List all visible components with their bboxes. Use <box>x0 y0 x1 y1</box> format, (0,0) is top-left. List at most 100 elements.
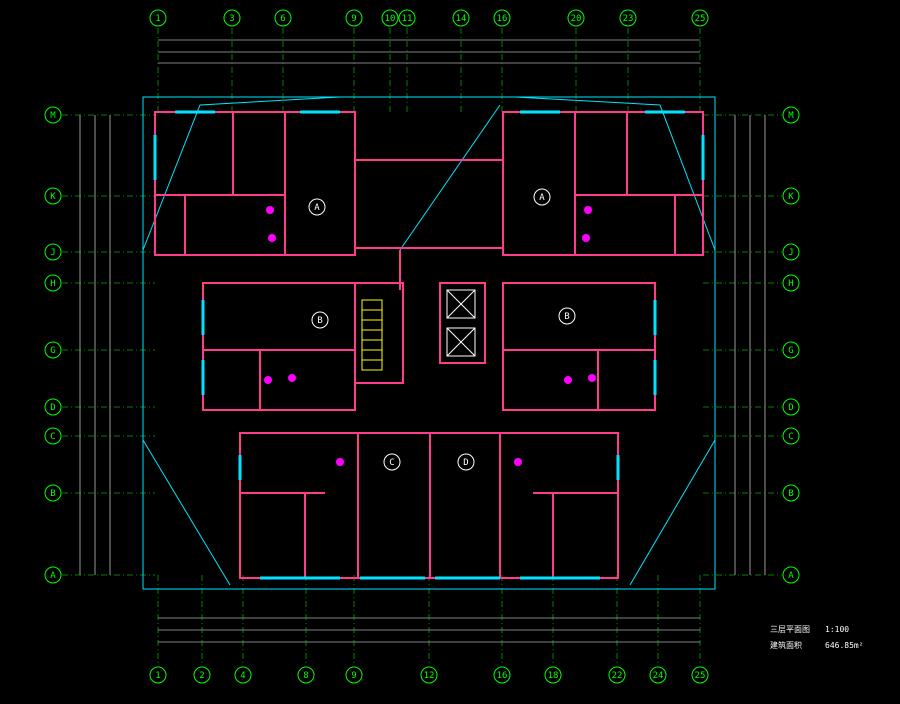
axis-bubble-right-K: K <box>782 187 800 205</box>
axis-bubble-top-16: 16 <box>493 9 511 27</box>
svg-text:B: B <box>564 312 569 322</box>
svg-text:K: K <box>788 192 794 202</box>
svg-text:C: C <box>389 458 394 468</box>
svg-text:18: 18 <box>548 671 559 681</box>
svg-text:A: A <box>50 571 56 581</box>
axis-bubble-top-25: 25 <box>691 9 709 27</box>
axis-bubble-left-J: J <box>44 243 62 261</box>
unit-label-4: C <box>383 453 401 471</box>
unit-label-2: B <box>311 311 329 329</box>
axis-bubble-left-D: D <box>44 398 62 416</box>
site-boundary <box>142 96 716 590</box>
axis-bubble-bottom-22: 22 <box>608 666 626 684</box>
axis-bubble-top-23: 23 <box>619 9 637 27</box>
svg-text:H: H <box>50 279 55 289</box>
axis-bubble-right-A: A <box>782 566 800 584</box>
axis-bubble-left-A: A <box>44 566 62 584</box>
svg-text:M: M <box>50 111 56 121</box>
svg-text:4: 4 <box>240 671 245 681</box>
svg-text:22: 22 <box>612 671 623 681</box>
svg-text:D: D <box>463 458 468 468</box>
legend-area-value: 646.85m² <box>825 641 864 650</box>
dimension-lines <box>79 39 766 643</box>
axis-bubble-bottom-12: 12 <box>420 666 438 684</box>
svg-text:6: 6 <box>280 14 285 24</box>
svg-text:9: 9 <box>351 14 356 24</box>
svg-text:K: K <box>50 192 56 202</box>
axis-bubble-left-C: C <box>44 427 62 445</box>
unit-label-0: A <box>308 198 326 216</box>
axis-bubble-bottom-1: 1 <box>149 666 167 684</box>
axis-bubble-top-1: 1 <box>149 9 167 27</box>
svg-text:B: B <box>317 316 322 326</box>
stair <box>361 299 383 371</box>
svg-text:8: 8 <box>303 671 308 681</box>
axis-bubble-bottom-9: 9 <box>345 666 363 684</box>
axis-bubble-top-3: 3 <box>223 9 241 27</box>
axis-bubble-left-B: B <box>44 484 62 502</box>
axis-grid <box>62 28 782 665</box>
axis-bubble-bottom-16: 16 <box>493 666 511 684</box>
axis-bubble-right-D: D <box>782 398 800 416</box>
axis-bubble-bottom-2: 2 <box>193 666 211 684</box>
svg-text:14: 14 <box>456 14 467 24</box>
svg-text:3: 3 <box>229 14 234 24</box>
axis-bubble-right-H: H <box>782 274 800 292</box>
sanitary-fixtures <box>264 206 596 466</box>
axis-bubble-top-11: 11 <box>398 9 416 27</box>
axis-bubble-top-20: 20 <box>567 9 585 27</box>
legend-scale-label: 三层平面图 <box>770 625 810 634</box>
svg-text:24: 24 <box>653 671 664 681</box>
svg-text:9: 9 <box>351 671 356 681</box>
legend-scale-value: 1:100 <box>825 625 849 634</box>
svg-text:16: 16 <box>497 14 508 24</box>
svg-text:2: 2 <box>199 671 204 681</box>
axis-bubble-bottom-24: 24 <box>649 666 667 684</box>
svg-text:H: H <box>788 279 793 289</box>
svg-text:G: G <box>788 346 793 356</box>
unit-label-5: D <box>457 453 475 471</box>
unit-label-3: B <box>558 307 576 325</box>
svg-text:J: J <box>788 248 793 258</box>
axis-bubble-bottom-4: 4 <box>234 666 252 684</box>
svg-text:20: 20 <box>571 14 582 24</box>
svg-text:25: 25 <box>695 671 706 681</box>
svg-text:1: 1 <box>155 14 160 24</box>
axis-bubble-left-H: H <box>44 274 62 292</box>
svg-text:C: C <box>50 432 55 442</box>
axis-bubble-top-9: 9 <box>345 9 363 27</box>
axis-bubble-top-10: 10 <box>381 9 399 27</box>
unit-label-1: A <box>533 188 551 206</box>
axis-bubble-right-B: B <box>782 484 800 502</box>
svg-text:G: G <box>50 346 55 356</box>
svg-text:C: C <box>788 432 793 442</box>
windows <box>153 110 705 580</box>
svg-text:A: A <box>788 571 794 581</box>
axis-bubble-left-K: K <box>44 187 62 205</box>
axis-bubble-top-6: 6 <box>274 9 292 27</box>
axis-bubble-right-J: J <box>782 243 800 261</box>
svg-text:A: A <box>539 193 545 203</box>
svg-text:16: 16 <box>497 671 508 681</box>
axis-bubble-bottom-8: 8 <box>297 666 315 684</box>
svg-text:B: B <box>788 489 793 499</box>
unit-labels: A A B B C D <box>308 188 576 471</box>
svg-text:12: 12 <box>424 671 435 681</box>
svg-text:M: M <box>788 111 794 121</box>
svg-text:11: 11 <box>402 14 413 24</box>
svg-text:10: 10 <box>385 14 396 24</box>
svg-text:1: 1 <box>155 671 160 681</box>
axis-bubble-bottom-18: 18 <box>544 666 562 684</box>
axis-bubble-right-C: C <box>782 427 800 445</box>
svg-text:B: B <box>50 489 55 499</box>
axis-bubble-left-G: G <box>44 341 62 359</box>
elevators <box>446 289 476 357</box>
svg-text:D: D <box>50 403 55 413</box>
svg-text:23: 23 <box>623 14 634 24</box>
legend: 三层平面图 1:100 建筑面积 646.85m² <box>770 625 864 650</box>
axis-bubble-left-M: M <box>44 106 62 124</box>
axis-bubble-bottom-25: 25 <box>691 666 709 684</box>
